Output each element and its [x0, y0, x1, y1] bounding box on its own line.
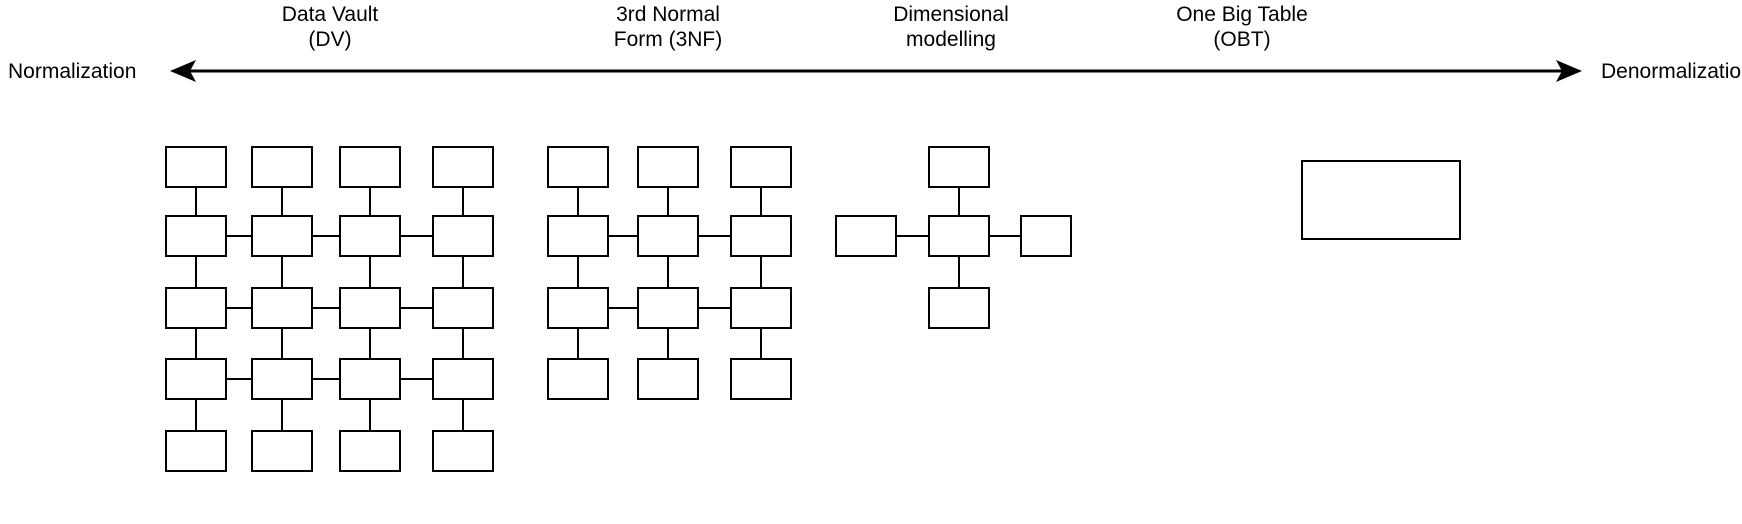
column-header-line1: Data Vault	[281, 3, 379, 26]
model-diagram-data-vault	[0, 0, 520, 524]
connector-vertical	[281, 400, 283, 430]
table-node[interactable]	[165, 358, 227, 400]
table-node[interactable]	[637, 287, 699, 329]
connector-vertical	[462, 257, 464, 287]
connector-vertical	[667, 188, 669, 215]
table-node[interactable]	[251, 430, 313, 472]
table-node[interactable]	[251, 358, 313, 400]
connector-vertical	[462, 188, 464, 215]
table-node[interactable]	[251, 146, 313, 188]
table-node[interactable]	[637, 358, 699, 400]
table-node[interactable]	[730, 358, 792, 400]
table-node[interactable]	[339, 358, 401, 400]
connector-vertical	[577, 257, 579, 287]
table-node[interactable]	[547, 287, 609, 329]
connector-vertical	[195, 188, 197, 215]
table-node[interactable]	[165, 430, 227, 472]
connector-horizontal	[313, 378, 339, 380]
connector-vertical	[462, 329, 464, 358]
column-header-line1: 3rd Normal	[616, 3, 720, 26]
connector-vertical	[195, 400, 197, 430]
dimension-node-top[interactable]	[928, 146, 990, 188]
model-diagram-3nf	[0, 0, 820, 524]
connector-horizontal	[227, 235, 251, 237]
table-node[interactable]	[730, 287, 792, 329]
column-header-dimensional-modelling: Dimensional modelling	[821, 2, 1081, 52]
table-node[interactable]	[165, 287, 227, 329]
connector-vertical	[958, 257, 960, 287]
connector-vertical	[667, 329, 669, 358]
connector-horizontal	[401, 307, 432, 309]
connector-vertical	[369, 400, 371, 430]
table-node[interactable]	[339, 215, 401, 257]
table-node[interactable]	[432, 430, 494, 472]
column-header-3nf: 3rd Normal Form (3NF)	[538, 2, 798, 52]
table-node[interactable]	[637, 146, 699, 188]
table-node[interactable]	[251, 287, 313, 329]
table-node[interactable]	[432, 287, 494, 329]
column-header-line2: (DV)	[308, 28, 352, 51]
one-big-table-node[interactable]	[1301, 160, 1461, 240]
column-header-line2: (OBT)	[1213, 28, 1271, 51]
connector-vertical	[195, 329, 197, 358]
connector-vertical	[760, 257, 762, 287]
connector-vertical	[958, 188, 960, 215]
connector-horizontal	[609, 235, 637, 237]
table-node[interactable]	[432, 215, 494, 257]
table-node[interactable]	[432, 146, 494, 188]
connector-vertical	[281, 257, 283, 287]
table-node[interactable]	[165, 146, 227, 188]
connector-vertical	[667, 257, 669, 287]
connector-vertical	[281, 329, 283, 358]
table-node[interactable]	[339, 430, 401, 472]
connector-vertical	[577, 329, 579, 358]
dimension-node-left[interactable]	[835, 215, 897, 257]
column-header-data-vault: Data Vault (DV)	[200, 2, 460, 52]
connector-horizontal	[401, 235, 432, 237]
connector-horizontal	[227, 378, 251, 380]
connector-vertical	[369, 257, 371, 287]
connector-vertical	[577, 188, 579, 215]
table-node[interactable]	[251, 215, 313, 257]
axis-label-normalization: Normalization	[8, 60, 137, 83]
connector-horizontal	[699, 235, 730, 237]
table-node[interactable]	[730, 215, 792, 257]
connector-horizontal	[401, 378, 432, 380]
table-node[interactable]	[547, 215, 609, 257]
connector-vertical	[369, 188, 371, 215]
table-node[interactable]	[339, 287, 401, 329]
connector-vertical	[760, 329, 762, 358]
column-header-line1: Dimensional	[893, 3, 1009, 26]
connector-vertical	[281, 188, 283, 215]
table-node[interactable]	[547, 358, 609, 400]
table-node[interactable]	[547, 146, 609, 188]
axis-label-denormalization: Denormalization	[1601, 60, 1742, 83]
fact-node-center[interactable]	[928, 215, 990, 257]
table-node[interactable]	[730, 146, 792, 188]
dimension-node-bottom[interactable]	[928, 287, 990, 329]
spectrum-double-arrow	[170, 60, 1582, 82]
connector-horizontal	[609, 307, 637, 309]
connector-horizontal	[227, 307, 251, 309]
column-header-line2: Form (3NF)	[613, 28, 723, 51]
column-header-line2: modelling	[906, 28, 996, 51]
connector-horizontal	[990, 235, 1020, 237]
column-header-one-big-table: One Big Table (OBT)	[1112, 2, 1372, 52]
connector-vertical	[195, 257, 197, 287]
model-diagram-dimensional	[835, 146, 1072, 329]
connector-horizontal	[897, 235, 928, 237]
connector-horizontal	[313, 235, 339, 237]
connector-horizontal	[699, 307, 730, 309]
connector-horizontal	[313, 307, 339, 309]
dimension-node-right[interactable]	[1020, 215, 1072, 257]
table-node[interactable]	[432, 358, 494, 400]
table-node[interactable]	[165, 215, 227, 257]
connector-vertical	[760, 188, 762, 215]
connector-vertical	[462, 400, 464, 430]
connector-vertical	[369, 329, 371, 358]
table-node[interactable]	[339, 146, 401, 188]
table-node[interactable]	[637, 215, 699, 257]
column-header-line1: One Big Table	[1176, 3, 1308, 26]
